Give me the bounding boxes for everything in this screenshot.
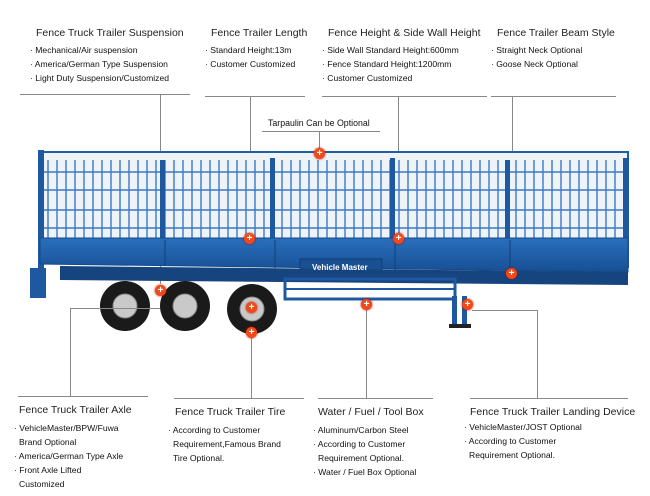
beam-item: · Straight Neck Optional (491, 45, 583, 55)
length-item: · Customer Customized (205, 59, 296, 69)
connector-line (318, 398, 433, 399)
landing-item: · According to Customer (464, 436, 557, 446)
connector-line (20, 94, 190, 95)
axle-item: Customized (19, 479, 65, 489)
connector-line (174, 398, 304, 399)
connector-line (491, 96, 616, 97)
length-plus-icon[interactable]: + (244, 233, 255, 244)
length-item: · Standard Height:13m (205, 45, 292, 55)
box-item: · According to Customer (313, 439, 406, 449)
connector-line (262, 131, 380, 132)
axle-plus-icon[interactable]: + (246, 302, 257, 313)
connector-line (18, 396, 148, 397)
beam-item: · Goose Neck Optional (491, 59, 578, 69)
box-item: · Aluminum/Carbon Steel (313, 425, 409, 435)
beam-title: Fence Trailer Beam Style (497, 27, 615, 39)
axle-item: · VehicleMaster/BPW/Fuwa (14, 423, 119, 433)
axle-item: · Front Axle Lifted (14, 465, 82, 475)
box-title: Water / Fuel / Tool Box (318, 406, 424, 418)
landing-plus-icon[interactable]: + (462, 299, 473, 310)
connector-line (319, 131, 320, 148)
height-item: · Fence Standard Height:1200mm (322, 59, 452, 69)
axle-item: · America/German Type Axle (14, 451, 124, 461)
connector-line (70, 308, 71, 396)
connector-line (470, 398, 628, 399)
connector-line (537, 310, 538, 398)
length-title: Fence Trailer Length (211, 27, 308, 39)
tire-plus-icon[interactable]: + (246, 327, 257, 338)
tire-title: Fence Truck Trailer Tire (175, 406, 286, 418)
connector-line (322, 96, 487, 97)
axle-title: Fence Truck Trailer Axle (19, 404, 132, 416)
landing-title: Fence Truck Trailer Landing Device (470, 406, 636, 418)
box-item: · Water / Fuel Box Optional (313, 467, 417, 477)
brand-label: Vehicle Master (312, 263, 368, 272)
height-item: · Side Wall Standard Height:600mm (322, 45, 459, 55)
landing-item: · VehicleMaster/JOST Optional (464, 422, 582, 432)
suspension-item: · Mechanical/Air suspension (30, 45, 138, 55)
suspension-item: · Light Duty Suspension/Customized (30, 73, 170, 83)
fence-cage (39, 151, 629, 241)
suspension-title: Fence Truck Trailer Suspension (36, 27, 184, 39)
connector-line (366, 310, 367, 398)
tarpaulin-plus-icon[interactable]: + (314, 148, 325, 159)
height-title: Fence Height & Side Wall Height (328, 27, 481, 39)
box-plus-icon[interactable]: + (361, 299, 372, 310)
tarpaulin-label: Tarpaulin Can be Optional (268, 118, 370, 128)
landing-item: Requirement Optional. (469, 450, 555, 460)
connector-line (205, 96, 305, 97)
suspension-item: · America/German Type Suspension (30, 59, 168, 69)
suspension-plus-icon[interactable]: + (155, 285, 166, 296)
height-plus-icon[interactable]: + (393, 233, 404, 244)
connector-line (251, 338, 252, 398)
beam-plus-icon[interactable]: + (506, 268, 517, 279)
box-item: Requirement Optional. (318, 453, 404, 463)
tire-item: · According to Customer (168, 425, 261, 435)
connector-line (70, 308, 160, 309)
tire-item: Requirement,Famous Brand (173, 439, 281, 449)
height-item: · Customer Customized (322, 73, 413, 83)
tire-item: Tire Optional. (173, 453, 225, 463)
axle-item: Brand Optional (19, 437, 77, 447)
connector-line (472, 310, 537, 311)
